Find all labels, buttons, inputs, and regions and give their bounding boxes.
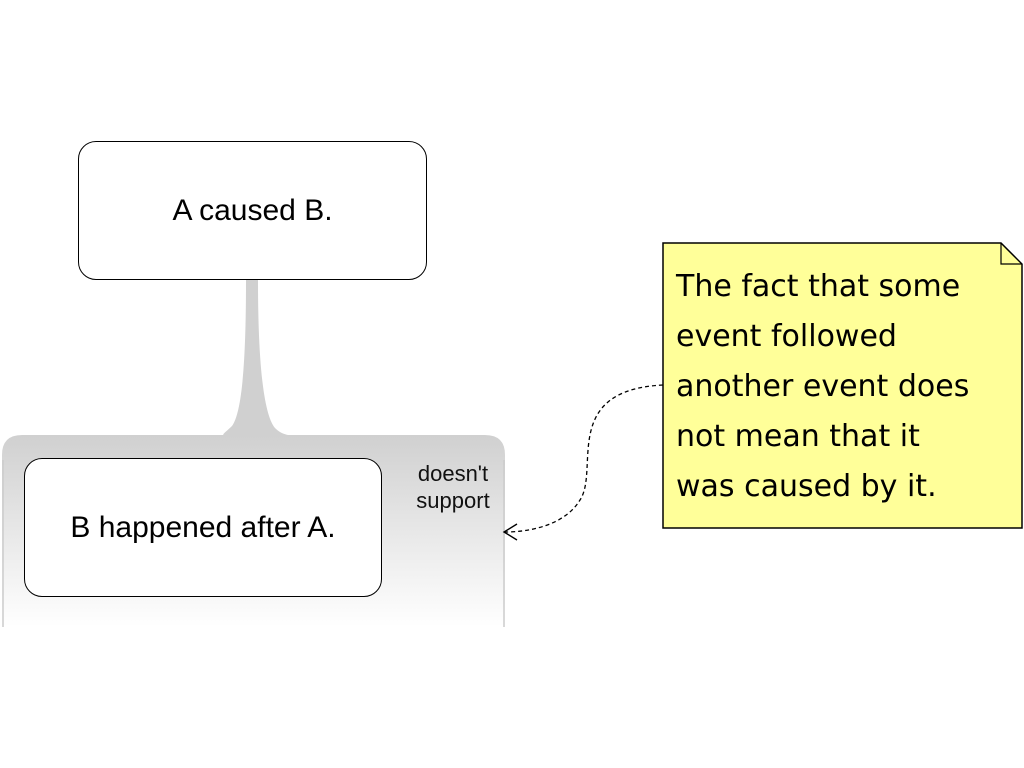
note-shape [662, 242, 1023, 529]
dashed-link [504, 384, 664, 533]
note-line: event followed [676, 319, 897, 354]
note-line: another event does [676, 369, 970, 404]
relation-label-line: doesn't [417, 461, 489, 486]
relation-label-line: support [416, 488, 490, 513]
premise-box[interactable]: B happened after A. [24, 458, 382, 597]
note-line: The fact that some [676, 269, 961, 304]
claim-box[interactable]: A caused B. [78, 141, 427, 280]
note-text: The fact that some event followed anothe… [676, 262, 1016, 512]
claim-text: A caused B. [172, 193, 333, 227]
relation-label: doesn't support [400, 460, 506, 514]
note-line: was caused by it. [676, 469, 937, 504]
connector-stem [223, 280, 300, 436]
arrowhead-icon [502, 523, 518, 541]
note-line: not mean that it [676, 419, 920, 454]
note-fold [1000, 243, 1022, 265]
premise-text: B happened after A. [70, 510, 336, 544]
